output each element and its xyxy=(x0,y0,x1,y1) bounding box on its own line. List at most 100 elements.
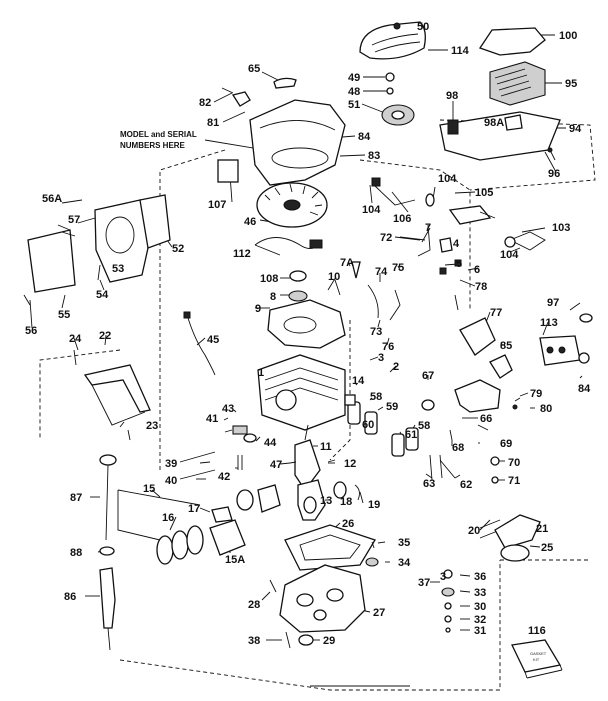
piston-ring-2 xyxy=(171,530,189,560)
callout-73: 73 xyxy=(370,326,382,338)
callout-46: 46 xyxy=(244,216,256,228)
callout-98A: 98A xyxy=(484,117,504,129)
gasket-kit-box xyxy=(511,639,562,673)
callout-96: 96 xyxy=(548,168,560,180)
callout-35: 35 xyxy=(398,537,410,549)
callout-56A: 56A xyxy=(42,193,62,205)
callout-108: 108 xyxy=(260,273,278,285)
callout-62: 62 xyxy=(460,479,472,491)
callout-60: 60 xyxy=(362,419,374,431)
callout-71: 71 xyxy=(508,475,520,487)
crankshaft xyxy=(294,439,321,492)
callout-77: 77 xyxy=(490,307,502,319)
callout-49: 49 xyxy=(348,72,360,84)
callout-84: 84 xyxy=(358,131,371,143)
callout-65: 65 xyxy=(248,63,260,75)
callout-53: 53 xyxy=(112,263,124,275)
callout-22: 22 xyxy=(99,330,111,342)
callout-97: 97 xyxy=(547,297,559,309)
pto-housing xyxy=(494,514,541,549)
callout-31: 31 xyxy=(474,625,486,637)
model-decal xyxy=(217,159,239,183)
callout-17: 17 xyxy=(188,503,200,515)
callout-1: 1 xyxy=(258,367,264,379)
callout-48: 48 xyxy=(348,86,360,98)
callout-28: 28 xyxy=(248,599,260,611)
callout-15: 15 xyxy=(143,483,155,495)
callout-104-upper: 104 xyxy=(438,173,457,185)
callout-87: 87 xyxy=(70,492,82,504)
filter-part-98 xyxy=(447,119,459,135)
callout-4: 4 xyxy=(453,238,460,250)
callout-13: 13 xyxy=(320,495,332,507)
callout-2: 2 xyxy=(393,361,399,373)
callout-32: 32 xyxy=(474,614,486,626)
crankcase-base xyxy=(279,564,366,633)
callout-3: 3 xyxy=(378,352,384,364)
callout-5: 5 xyxy=(456,258,462,270)
callout-47: 47 xyxy=(270,459,282,471)
callout-76: 76 xyxy=(382,341,394,353)
callout-58-lower: 58 xyxy=(418,420,430,432)
callout-68: 68 xyxy=(452,442,464,454)
gasket-52 xyxy=(139,194,171,249)
callout-95: 95 xyxy=(565,78,577,90)
callout-112: 112 xyxy=(233,248,251,260)
callout-59: 59 xyxy=(386,401,398,413)
callout-104-mid: 104 xyxy=(362,204,381,216)
callout-75: 75 xyxy=(392,262,404,274)
callout-42: 42 xyxy=(218,471,230,483)
callout-18: 18 xyxy=(340,496,352,508)
cylinder-shroud xyxy=(267,299,346,349)
callout-107: 107 xyxy=(208,199,226,211)
callout-94: 94 xyxy=(569,123,582,135)
callout-103: 103 xyxy=(552,222,570,234)
callout-7A: 7A xyxy=(340,257,354,269)
rewind-starter xyxy=(359,21,426,60)
callout-55: 55 xyxy=(58,309,70,321)
mounting-bracket xyxy=(83,364,151,413)
piston xyxy=(209,519,246,556)
callout-52: 52 xyxy=(172,243,184,255)
callout-21: 21 xyxy=(536,523,548,535)
callout-3-lower: 3 xyxy=(440,571,446,583)
note-line-1: MODEL and SERIAL xyxy=(120,130,197,139)
callout-105: 105 xyxy=(475,187,493,199)
note-line-2: NUMBERS HERE xyxy=(120,141,186,150)
callout-74: 74 xyxy=(375,266,388,278)
callout-7: 7 xyxy=(425,222,431,234)
kit-text-2: KIT xyxy=(533,657,540,662)
callout-50: 50 xyxy=(417,21,429,33)
callout-83: 83 xyxy=(368,150,380,162)
callout-63: 63 xyxy=(423,478,435,490)
piston-pin xyxy=(211,506,233,523)
callout-33: 33 xyxy=(474,587,486,599)
governor-arm xyxy=(448,205,492,225)
callout-69: 69 xyxy=(500,438,512,450)
callout-72: 72 xyxy=(380,232,392,244)
callout-104-right: 104 xyxy=(500,249,519,261)
callout-80: 80 xyxy=(540,403,552,415)
callout-11: 11 xyxy=(320,441,332,453)
base-gasket xyxy=(284,524,376,571)
air-filter-element xyxy=(489,61,546,106)
callout-24: 24 xyxy=(69,333,82,345)
callout-56: 56 xyxy=(25,325,37,337)
callout-70: 70 xyxy=(508,457,520,469)
callout-51: 51 xyxy=(348,99,360,111)
bracket-98A xyxy=(504,114,523,131)
callout-34: 34 xyxy=(398,557,411,569)
dipstick-tube xyxy=(99,567,116,629)
gear-25 xyxy=(500,544,530,562)
callout-54: 54 xyxy=(96,289,109,301)
callout-82: 82 xyxy=(199,97,211,109)
leader-lines xyxy=(29,25,583,687)
callout-20: 20 xyxy=(468,525,480,537)
callout-23: 23 xyxy=(146,420,158,432)
air-filter-cover xyxy=(478,27,546,56)
callout-58-upper: 58 xyxy=(370,391,382,403)
parts xyxy=(23,21,593,679)
dashed-boundaries xyxy=(39,119,596,691)
callout-6: 6 xyxy=(474,264,480,276)
callout-86: 86 xyxy=(64,591,76,603)
